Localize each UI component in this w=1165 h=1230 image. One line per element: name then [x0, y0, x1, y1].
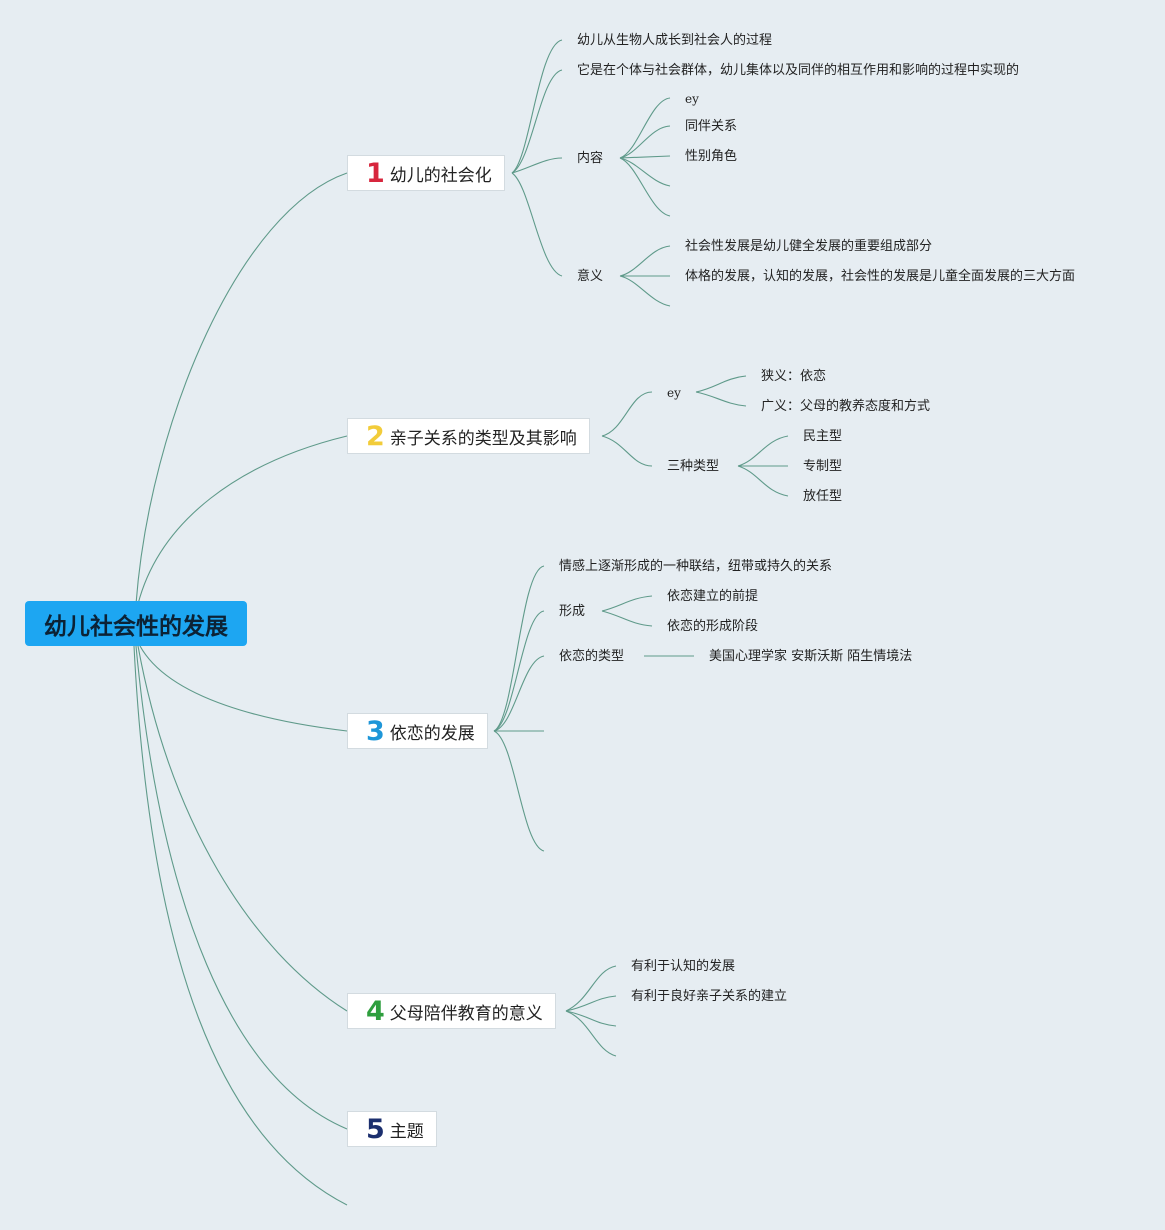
topic-2-title: 亲子关系的类型及其影响	[389, 428, 577, 449]
connector-content-c5	[619, 157, 671, 217]
connector-root-t1	[135, 172, 348, 605]
t4-item-2[interactable]: 有利于良好亲子关系的建立	[631, 989, 788, 1004]
connector-root-t4	[137, 645, 348, 1012]
topic-4[interactable]: 4 父母陪伴教育的意义	[347, 993, 556, 1029]
connector-ey-broad	[695, 391, 747, 407]
connector-t4-empty2	[565, 1010, 617, 1057]
topic-3-number: 3	[366, 715, 385, 747]
connector-root-t6	[133, 645, 348, 1206]
t3-type-label[interactable]: 依恋的类型	[559, 649, 625, 664]
connector-t4-item1	[565, 965, 617, 1012]
topic-5-number: 5	[366, 1113, 385, 1145]
t1-content-gender[interactable]: 性别角色	[685, 149, 738, 164]
topic-5[interactable]: 5 主题	[347, 1111, 437, 1147]
connector-root-t5	[135, 645, 348, 1130]
connector-formation-f1	[601, 595, 653, 612]
connector-meaning-m1	[619, 245, 671, 277]
connector-content-c1	[619, 97, 671, 159]
connector-t3-formation	[493, 610, 545, 732]
connector-t1-item2	[511, 69, 563, 174]
t3-type-detail[interactable]: 美国心理学家 安斯沃斯 陌生情境法	[709, 649, 913, 664]
t1-item-2[interactable]: 它是在个体与社会群体，幼儿集体以及同伴的相互作用和影响的过程中实现的	[577, 63, 1020, 78]
connector-ey-narrow	[695, 375, 747, 393]
topic-4-title: 父母陪伴教育的意义	[389, 1003, 543, 1024]
connector-content-c3	[619, 155, 671, 159]
topic-1[interactable]: 1 幼儿的社会化	[347, 155, 505, 191]
connector-root-t3	[139, 645, 348, 732]
t1-item-1[interactable]: 幼儿从生物人成长到社会人的过程	[577, 33, 773, 48]
connector-t1-meaning	[511, 172, 563, 277]
t2-ey-broad[interactable]: 广义：父母的教养态度和方式	[761, 399, 931, 414]
connector-root-t2	[137, 435, 348, 605]
t2-type-authoritarian[interactable]: 专制型	[803, 459, 843, 474]
topic-4-number: 4	[366, 995, 385, 1027]
connector-types-a	[737, 435, 789, 467]
connector-meaning-m3	[619, 275, 671, 307]
root-title: 幼儿社会性的发展	[44, 613, 228, 640]
connector-t4-item2	[565, 995, 617, 1012]
topic-2[interactable]: 2 亲子关系的类型及其影响	[347, 418, 590, 454]
t1-content-label[interactable]: 内容	[577, 151, 604, 166]
connector-t3-type	[493, 655, 545, 732]
connector-t3-empty2	[493, 730, 545, 852]
t3-formation-label[interactable]: 形成	[559, 604, 586, 619]
connector-t3-item1	[493, 565, 545, 732]
t3-formation-2[interactable]: 依恋的形成阶段	[667, 619, 759, 634]
t1-content-ey[interactable]: ey	[685, 92, 699, 106]
t2-type-democratic[interactable]: 民主型	[803, 429, 843, 444]
connector-t2-types	[601, 435, 653, 467]
connector-types-c	[737, 465, 789, 497]
topic-1-number: 1	[366, 157, 385, 189]
t4-item-1[interactable]: 有利于认知的发展	[631, 959, 736, 974]
topic-3-title: 依恋的发展	[389, 723, 475, 744]
connector-content-c2	[619, 125, 671, 159]
t2-type-permissive[interactable]: 放任型	[803, 489, 843, 504]
t3-item-1[interactable]: 情感上逐渐形成的一种联结，纽带或持久的关系	[559, 559, 833, 574]
t1-meaning-label[interactable]: 意义	[577, 269, 604, 284]
t2-ey-narrow[interactable]: 狭义：依恋	[761, 369, 827, 384]
topic-1-title: 幼儿的社会化	[389, 165, 492, 186]
topic-3[interactable]: 3 依恋的发展	[347, 713, 488, 749]
t2-ey-label[interactable]: ey	[667, 386, 681, 400]
connector-t4-empty1	[565, 1010, 617, 1027]
root-topic[interactable]: 幼儿社会性的发展	[25, 601, 247, 646]
t1-meaning-1[interactable]: 社会性发展是幼儿健全发展的重要组成部分	[685, 239, 933, 254]
connector-t2-ey	[601, 391, 653, 437]
topic-5-title: 主题	[389, 1121, 424, 1142]
connector-t1-content	[511, 157, 563, 174]
t1-meaning-2[interactable]: 体格的发展，认知的发展，社会性的发展是儿童全面发展的三大方面	[685, 269, 1076, 284]
t2-types-label[interactable]: 三种类型	[667, 459, 720, 474]
connector-formation-f2	[601, 610, 653, 627]
t3-formation-1[interactable]: 依恋建立的前提	[667, 589, 759, 604]
connector-t1-item1	[511, 39, 563, 174]
connector-content-c4	[619, 157, 671, 187]
topic-2-number: 2	[366, 420, 385, 452]
t1-content-peer[interactable]: 同伴关系	[685, 119, 738, 134]
